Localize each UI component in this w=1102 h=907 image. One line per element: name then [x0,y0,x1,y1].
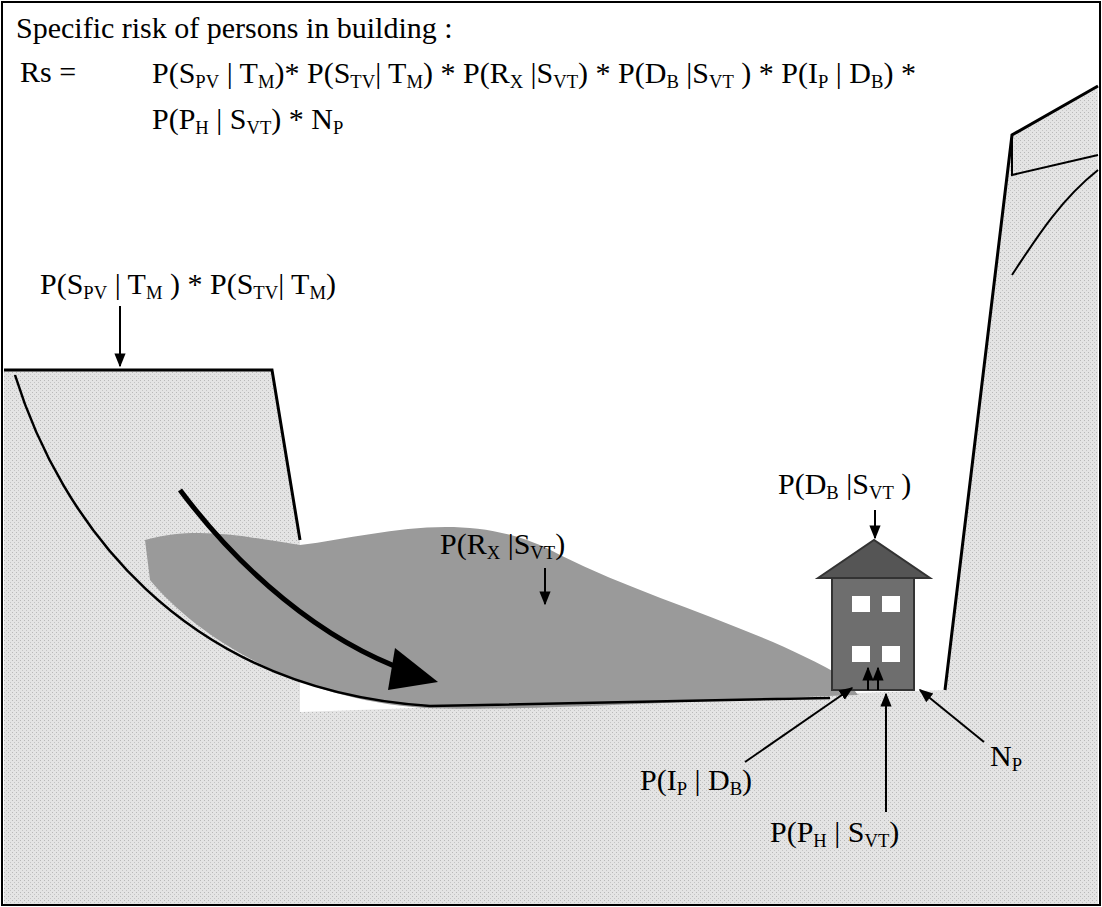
text-run: P(P [770,815,813,848]
text-run: X [487,542,500,563]
risk-formula: P(SPV | TM)* P(STV| TM) * P(RX |SVT) * P… [152,50,922,142]
movement-arrow [180,490,410,672]
text-run: B [666,71,678,92]
risk-symbol: Rs = [20,54,76,90]
text-run: P [333,117,343,138]
probability-label: P(SPV | TM ) * P(STV| TM) [40,266,336,302]
probability-label: P(IP | DB) [640,762,752,798]
slide-deposit [145,527,858,709]
text-run: |S [523,56,553,89]
title: Specific risk of persons in building : [16,10,453,46]
text-run: P [1012,754,1022,775]
text-run: TV [350,71,375,92]
text-run: ) [742,763,752,796]
cliff [945,86,1098,690]
cliff-block [1012,135,1098,275]
text-run: H [195,117,208,138]
text-run: B [826,482,838,503]
text-run: VT [869,482,894,503]
text-run: | D [687,763,730,796]
text-run: VT [553,71,578,92]
text-run: ) [326,267,336,300]
text-run: | S [209,102,247,135]
text-run: P(S [152,56,195,89]
text-run: ) [555,527,565,560]
text-run: B [730,778,742,799]
text-run: ) * P(D [578,56,666,89]
house [818,540,930,690]
text-run: M [258,71,275,92]
text-run: ) * P(I [734,56,818,89]
text-run: TV [253,282,278,303]
text-run: M [406,71,423,92]
probability-label: P(PH | SVT) [770,814,899,850]
text-run: )* P(S [274,56,350,89]
text-run: VT [530,542,555,563]
probability-label: P(DB |SVT ) [778,466,911,502]
text-run: N [990,739,1012,772]
text-run: VT [247,117,272,138]
text-run: P [818,71,828,92]
ground [4,86,1098,904]
text-run: P(S [40,267,83,300]
leader-lines [120,306,984,812]
text-run: B [871,71,883,92]
text-run: Specific risk of persons in building : [16,11,453,44]
text-run: VT [865,830,890,851]
text-run: VT [709,71,734,92]
text-run: M [146,282,163,303]
text-run: P [677,778,687,799]
text-run: |S [500,527,530,560]
text-run: ) * N [271,102,333,135]
text-run: P(R [440,527,487,560]
text-run: ) * P(R [423,56,510,89]
text-run: | T [375,56,406,89]
text-run: |S [839,467,869,500]
text-run: P(I [640,763,677,796]
text-run: P(D [778,467,826,500]
text-run: | S [827,815,865,848]
text-run: X [510,71,523,92]
text-run: PV [83,282,107,303]
text-run: PV [195,71,219,92]
text-run: H [813,830,826,851]
text-run: |S [679,56,709,89]
movement-arrowhead [388,648,438,690]
text-run: ) [894,467,912,500]
text-run: | D [828,56,871,89]
text-run: | T [107,267,146,300]
slip-surface [15,375,830,706]
text-run: | T [278,267,309,300]
text-run: | T [219,56,258,89]
count-label: NP [990,738,1022,774]
text-run: Rs = [20,55,76,88]
probability-label: P(RX |SVT) [440,526,565,562]
text-run: M [309,282,326,303]
text-run: ) * P(S [162,267,253,300]
text-run: ) [889,815,899,848]
